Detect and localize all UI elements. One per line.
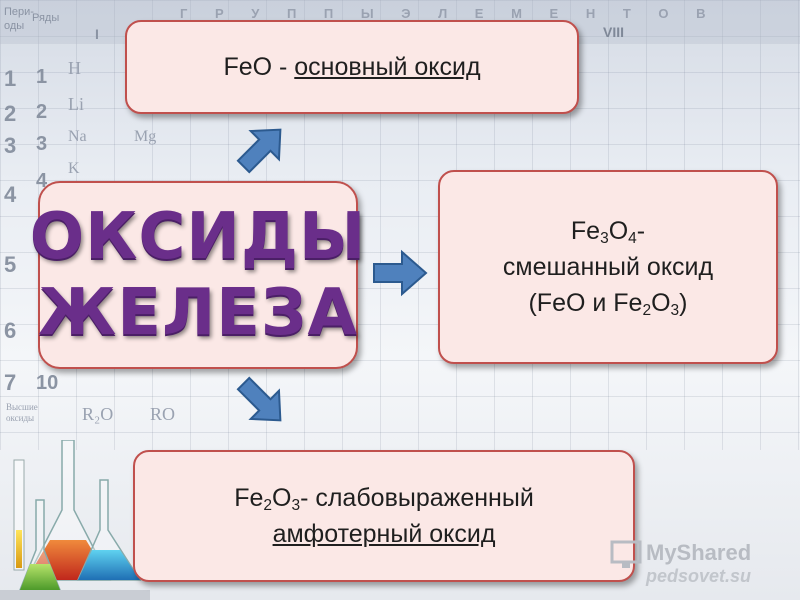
title-line-iron: ЖЕЛЕЗА [38,276,358,350]
amphoteric-oxide-term: амфотерный оксид [272,520,496,548]
formula-fe: Fe [570,216,601,245]
formula-o: O [651,289,671,318]
mixed-oxide-composition: (FeO и Fe2O3) [528,285,687,321]
watermark-site: pedsovet.su [646,566,752,586]
header-group-viii: VIII [603,24,625,40]
formula-o: O [272,483,292,512]
ghost-element: RO [150,404,176,424]
header-group-i: I [95,26,99,42]
header-groups-letters: Г Р У П П Ы Э Л Е М Е Н Т О В [180,6,718,21]
mixed-oxide-label: смешанный оксид [502,252,714,281]
period-number: 1 [4,66,17,91]
composition-close: ) [679,289,688,318]
formula-subscript: 3 [600,229,609,247]
header-periods-label-2: оды [4,20,25,32]
formula-subscript: 2 [263,496,272,514]
ghost-label: оксиды [6,413,35,423]
feo-box: FeO - основный оксид [125,20,579,114]
formula-subscript: 2 [642,302,652,319]
formula-o: O [608,216,629,245]
fe3o4-box: Fe3O4- смешанный оксид (FeO и Fe2O3) [438,170,778,364]
row-number: 1 [36,66,48,88]
row-number: 4 [36,170,48,192]
period-number: 7 [4,370,17,395]
formula-subscript: 4 [628,229,637,247]
formula-dash: - [636,216,646,245]
feo-formula: FeO - [223,52,295,81]
period-number: 3 [4,133,17,158]
arrow-right-icon [373,249,428,297]
period-number: 4 [4,182,17,207]
title-line-oxides: ОКСИДЫ [29,200,367,274]
ghost-element: H [68,58,81,78]
arrow-up-right-icon [236,128,282,174]
row-number: 2 [36,101,48,123]
weak-text: - слабовыраженный [300,483,534,512]
formula-subscript: 3 [291,496,301,514]
arrow-down-right-icon [236,376,282,422]
watermark-brand: MyShared [646,540,752,565]
ghost-element: Li [68,94,84,114]
header-rows-label: Ряды [32,12,60,24]
ghost-element: Na [68,128,87,145]
title-box: ОКСИДЫ ЖЕЛЕЗА [30,181,365,369]
period-number: 5 [4,252,17,277]
myshared-logo-icon [610,540,642,568]
fe3o4-formula: Fe3O4- [571,213,645,249]
feo-line: FeO - основный оксид [223,49,480,85]
flasks-illustration [0,440,150,600]
formula-subscript: 3 [670,302,680,319]
ghost-label: Высшие [6,402,38,412]
ghost-element: R₂O [82,404,114,424]
row-number: 3 [36,133,48,155]
fe2o3-box: Fe2O3- слабовыраженный амфотерный оксид [133,450,635,582]
fe2o3-line: Fe2O3- слабовыраженный [234,480,534,516]
ghost-element: K [68,160,80,177]
row-number: 10 [36,372,59,394]
period-number: 2 [4,101,17,126]
formula-fe: Fe [234,483,264,512]
header-periods-label: Пери- [4,6,34,18]
ghost-element: Mg [134,128,157,145]
composition-text: (FeO и Fe [528,289,643,318]
basic-oxide-term: основный оксид [294,52,481,81]
period-number: 6 [4,318,17,343]
